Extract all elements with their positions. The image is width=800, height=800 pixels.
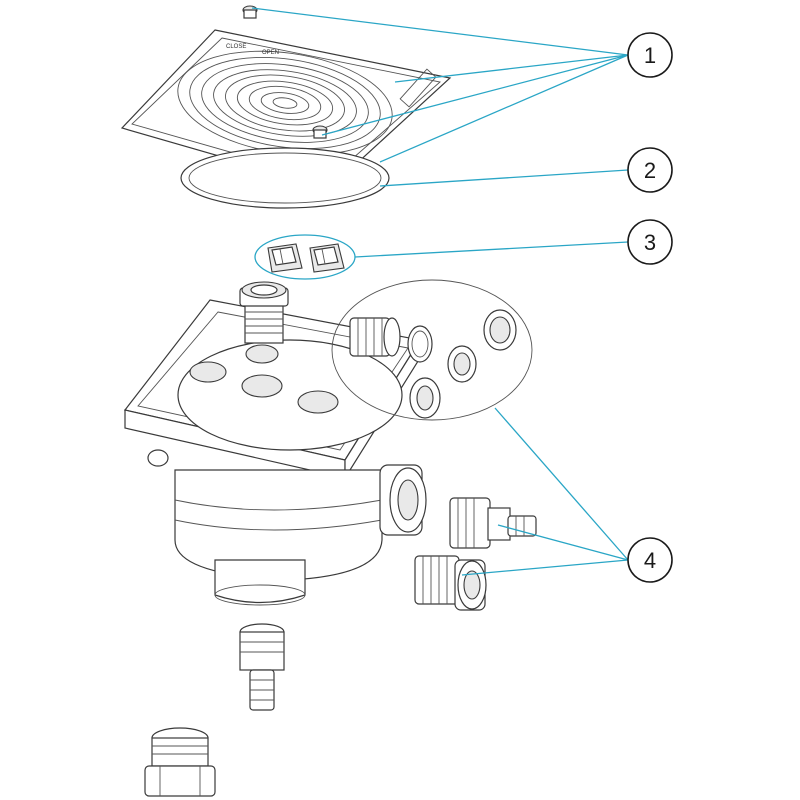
drain-body bbox=[123, 299, 427, 606]
screw-middle bbox=[312, 125, 328, 139]
leader-1d bbox=[379, 54, 629, 163]
callout-2: 2 bbox=[627, 147, 673, 193]
threaded-nipple bbox=[349, 317, 401, 357]
engraving-open-top: OPEN bbox=[262, 50, 279, 56]
leader-1a bbox=[251, 7, 629, 56]
clip-right bbox=[309, 243, 345, 273]
leader-4b bbox=[497, 524, 629, 561]
leader-lines bbox=[251, 7, 629, 576]
gasket-ring bbox=[180, 147, 390, 209]
leader-1c bbox=[321, 54, 629, 136]
callout-1-label: 1 bbox=[644, 43, 656, 68]
top-threaded-connector bbox=[239, 281, 289, 344]
end-plug bbox=[483, 309, 517, 351]
callout-4-label: 4 bbox=[644, 548, 656, 573]
bowl-hole-1 bbox=[189, 361, 227, 383]
o-ring bbox=[407, 325, 433, 363]
reducer-ring bbox=[447, 345, 477, 383]
leader-2 bbox=[379, 169, 629, 187]
engraving-close-top: CLOSE bbox=[226, 44, 246, 50]
leader-3 bbox=[354, 241, 629, 258]
leader-1b bbox=[394, 54, 629, 83]
clip-left bbox=[267, 243, 303, 273]
bowl-hole-2 bbox=[245, 344, 279, 364]
hose-tail-adapter bbox=[449, 497, 537, 549]
callout-3-label: 3 bbox=[644, 230, 656, 255]
screw-top bbox=[242, 5, 258, 19]
leader-4a bbox=[494, 407, 629, 561]
callout-4: 4 bbox=[627, 537, 673, 583]
bowl-hole-4 bbox=[297, 390, 339, 414]
logo-plate bbox=[399, 68, 437, 108]
bowl-hole-3 bbox=[241, 374, 283, 398]
body-port-fitting bbox=[409, 377, 441, 419]
side-port bbox=[379, 464, 427, 536]
callout-2-label: 2 bbox=[644, 158, 656, 183]
fittings-group-circle bbox=[331, 279, 533, 421]
threaded-union bbox=[414, 555, 487, 611]
bottom-threaded-coupling bbox=[144, 727, 216, 797]
grate-rings bbox=[177, 50, 393, 156]
leader-4c bbox=[461, 559, 629, 576]
callout-3: 3 bbox=[627, 219, 673, 265]
callout-1: 1 bbox=[627, 32, 673, 78]
bottom-hose-adapter bbox=[239, 623, 285, 711]
